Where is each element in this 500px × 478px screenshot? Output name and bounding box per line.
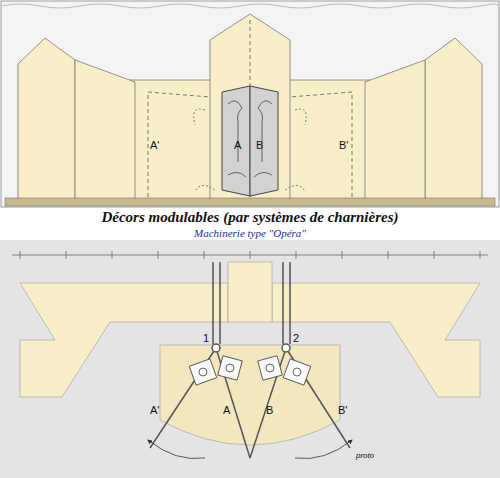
stage-set xyxy=(18,14,482,200)
plan-panel xyxy=(0,240,500,478)
signature: proto xyxy=(356,452,374,460)
flat-letter: B xyxy=(256,140,263,151)
plan-set xyxy=(20,262,480,445)
flat-letter: A' xyxy=(150,140,159,151)
flat-letter: A xyxy=(223,405,230,416)
plan-mechanism xyxy=(150,262,350,458)
dashed-flats xyxy=(148,20,352,197)
rotation-arrows xyxy=(148,440,352,459)
hinged-flats xyxy=(194,86,307,196)
flat-letter: A' xyxy=(150,405,159,416)
flat-letter: B' xyxy=(339,140,348,151)
flat-letter: B xyxy=(266,405,273,416)
pivot-number: 1 xyxy=(203,333,209,344)
stage-floor xyxy=(5,198,495,206)
curtain-edge xyxy=(2,4,498,8)
caption: Décors modulables (par systèmes de charn… xyxy=(0,209,500,226)
scale-ticks xyxy=(20,251,480,259)
plan-props xyxy=(189,356,311,385)
pivot-number: 2 xyxy=(293,333,299,344)
flat-letter: A xyxy=(234,140,241,151)
elevation-panel xyxy=(1,1,499,207)
flat-letter: B' xyxy=(338,405,347,416)
subcaption: Machinerie type "Opéra" xyxy=(0,227,500,239)
